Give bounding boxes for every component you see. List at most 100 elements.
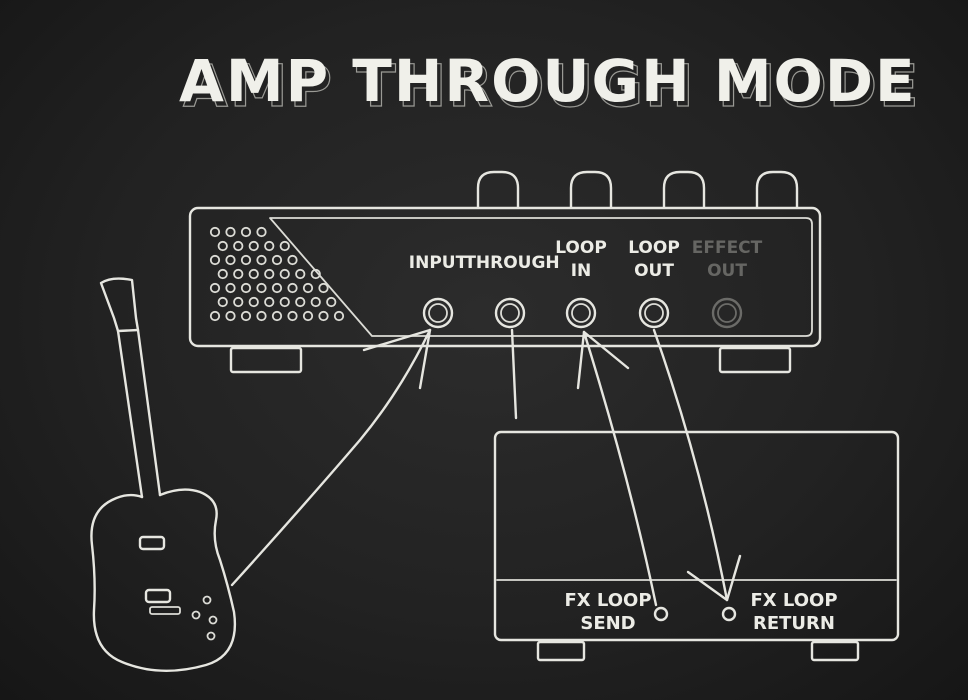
fx-return-label-2: RETURN xyxy=(753,613,835,634)
amp-foot-right xyxy=(718,346,792,374)
guitar-pickup-neck xyxy=(138,535,166,551)
effect-unit: FX LOOP SEND FX LOOP RETURN xyxy=(493,430,900,662)
jack-label-through: THROUGH xyxy=(464,253,559,273)
grille-dot xyxy=(279,240,290,252)
fx-send-label-2: SEND xyxy=(580,613,635,634)
grille-dot xyxy=(326,296,337,308)
grille-dot xyxy=(233,268,244,280)
guitar-knob-2 xyxy=(191,610,201,620)
grille-dot xyxy=(310,268,321,280)
fx-return-label-1: FX LOOP xyxy=(750,590,837,611)
jack-label-loop-out-1: LOOP xyxy=(628,238,680,258)
grille-dot xyxy=(318,282,329,294)
grille-dot xyxy=(240,226,252,238)
grille-dot xyxy=(256,254,267,266)
grille-dot xyxy=(264,240,275,252)
grille-dot xyxy=(248,268,259,280)
grille-dot xyxy=(310,296,321,308)
grille-dot xyxy=(318,310,329,322)
grille-dot xyxy=(225,226,236,238)
grille-dot xyxy=(248,296,259,308)
amp-knob-2 xyxy=(569,170,613,209)
arrowhead-input xyxy=(362,328,432,390)
grille-dot xyxy=(209,282,221,294)
grille-dot xyxy=(240,254,252,266)
title-group: AMP THROUGH MODE AMP THROUGH MODE xyxy=(179,47,921,121)
grille-dot xyxy=(271,282,283,294)
grille-dot xyxy=(209,310,221,322)
grille-dot xyxy=(271,310,283,322)
grille-dot xyxy=(302,310,314,322)
guitar-neck xyxy=(116,328,162,499)
grille-dot xyxy=(240,282,252,294)
jack-label-loop-in-1: LOOP xyxy=(555,238,607,258)
grille-dot xyxy=(264,296,275,308)
amp-knob-3 xyxy=(662,170,706,209)
grille-dot xyxy=(233,240,244,252)
grille-dot xyxy=(295,268,306,280)
jack-label-effect-out-1: EFFECT xyxy=(692,238,763,258)
guitar xyxy=(90,277,237,672)
guitar-pickup-bridge xyxy=(144,588,172,604)
fx-send-jack xyxy=(653,606,669,622)
grille-dot xyxy=(240,310,252,322)
effect-foot-left xyxy=(536,640,586,662)
guitar-knob-3 xyxy=(208,615,218,625)
amplifier: INPUT THROUGH LOOP IN LOOP OUT EFFECT OU… xyxy=(188,170,822,374)
cables xyxy=(230,328,742,607)
guitar-bridge xyxy=(149,606,181,615)
guitar-knob-1 xyxy=(202,595,212,605)
amp-body xyxy=(188,206,822,348)
jack-label-loop-out-2: OUT xyxy=(634,261,674,281)
jack-through xyxy=(494,297,526,329)
grille-dot xyxy=(333,310,345,322)
fx-return-jack xyxy=(721,606,737,622)
cable-through xyxy=(510,328,518,420)
grille-dot xyxy=(248,240,259,252)
grille-dot xyxy=(271,254,283,266)
cable-guitar-to-input xyxy=(230,328,432,587)
grille-dot xyxy=(256,226,267,238)
guitar-body xyxy=(90,488,237,672)
page-title-shadow: AMP THROUGH MODE xyxy=(183,52,921,120)
jack-input xyxy=(422,297,454,329)
jack-label-loop-in-2: IN xyxy=(571,261,592,281)
grille-dot xyxy=(225,310,236,322)
jack-loop-out xyxy=(638,297,670,329)
page-title: AMP THROUGH MODE xyxy=(179,47,917,115)
grille-dot xyxy=(302,282,314,294)
amp-knob-4 xyxy=(755,170,799,209)
grille-dot xyxy=(287,254,298,266)
guitar-knob-4 xyxy=(206,631,216,641)
jack-effect-out xyxy=(711,297,743,329)
grille-dot xyxy=(225,282,236,294)
grille-dot xyxy=(225,254,236,266)
grille-dot xyxy=(279,296,290,308)
grille-dot xyxy=(217,268,228,280)
grille-dot xyxy=(209,226,221,238)
grille-dot xyxy=(287,310,298,322)
jack-label-input: INPUT xyxy=(409,253,468,273)
grille-dot xyxy=(287,282,298,294)
amp-foot-left xyxy=(229,346,303,374)
effect-unit-body xyxy=(493,430,900,642)
cable-loop-out-to-return xyxy=(652,328,729,602)
arrowhead-loop-in xyxy=(576,330,630,390)
amp-knob-1 xyxy=(476,170,520,209)
grille-dot xyxy=(256,282,267,294)
jack-loop-in xyxy=(565,297,597,329)
grille-dot xyxy=(279,268,290,280)
grille-dot xyxy=(217,296,228,308)
grille-dot xyxy=(217,240,228,252)
guitar-headstock xyxy=(99,277,140,333)
grille-dot xyxy=(233,296,244,308)
arrowhead-return xyxy=(686,554,742,602)
grille-dot xyxy=(209,254,221,266)
speaker-grille xyxy=(209,226,345,322)
grille-dot xyxy=(264,268,275,280)
amp-control-panel xyxy=(269,217,813,337)
jack-label-effect-out-2: OUT xyxy=(707,261,747,281)
fx-send-label-1: FX LOOP xyxy=(564,590,651,611)
